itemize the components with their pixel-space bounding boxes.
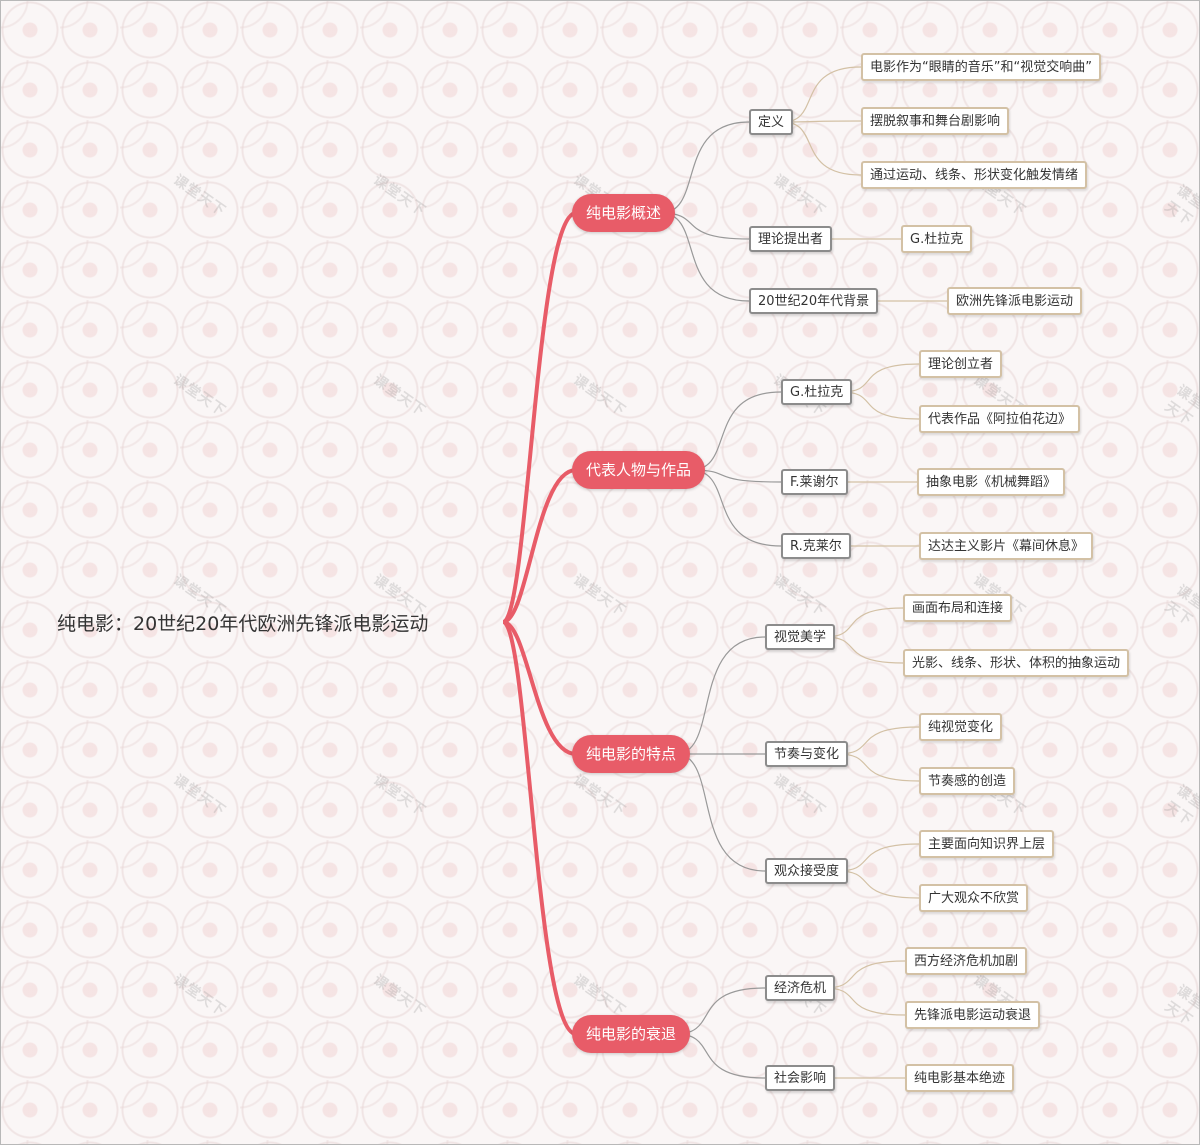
sub-branch-line (690, 391, 782, 471)
leaf-topic[interactable]: 通过运动、线条、形状变化触发情绪 (861, 161, 1088, 189)
branch-topic[interactable]: 纯电影的衰退 (572, 1015, 691, 1053)
leaf-branch-line (824, 987, 906, 1016)
sub-branch-line (660, 121, 750, 214)
leaf-topic[interactable]: 电影作为“眼睛的音乐”和“视觉交响曲” (861, 53, 1101, 81)
leaf-topic[interactable]: 纯电影基本绝迹 (905, 1064, 1015, 1092)
leaf-topic[interactable]: 纯视觉变化 (919, 713, 1003, 741)
leaf-topic[interactable]: 摆脱叙事和舞台剧影响 (861, 107, 1010, 135)
leaf-topic[interactable]: 代表作品《阿拉伯花边》 (919, 405, 1081, 433)
sub-branch-line (660, 212, 750, 302)
leaf-topic[interactable]: G.杜拉克 (901, 225, 973, 253)
leaf-topic[interactable]: 节奏感的创造 (919, 767, 1016, 795)
subtopic[interactable]: 视觉美学 (765, 624, 836, 650)
subtopic[interactable]: F.莱谢尔 (781, 469, 848, 495)
leaf-topic[interactable]: 广大观众不欣赏 (919, 884, 1029, 912)
leaf-topic[interactable]: 先锋派电影运动衰退 (905, 1001, 1041, 1029)
leaf-branch-line (841, 391, 920, 420)
leaf-topic[interactable]: 主要面向知识界上层 (919, 830, 1055, 858)
main-branch-line (501, 211, 577, 624)
main-branch-line (501, 620, 577, 1036)
sub-branch-line (675, 636, 766, 755)
leaf-branch-line (841, 363, 920, 393)
leaf-branch-line (837, 843, 920, 872)
leaf-branch-line (837, 753, 920, 782)
leaf-topic[interactable]: 西方经济危机加剧 (905, 947, 1028, 975)
subtopic[interactable]: G.杜拉克 (781, 379, 853, 405)
leaf-branch-line (837, 870, 920, 899)
leaf-topic[interactable]: 画面布局和连接 (903, 594, 1013, 622)
leaf-topic[interactable]: 欧洲先锋派电影运动 (947, 287, 1083, 315)
root-topic[interactable]: 纯电影：20世纪20年代欧洲先锋派电影运动 (57, 613, 429, 635)
leaf-topic[interactable]: 达达主义影片《幕间休息》 (919, 532, 1094, 560)
leaf-branch-line (782, 120, 862, 123)
sub-branch-line (675, 1033, 766, 1079)
leaf-branch-line (824, 960, 906, 989)
leaf-branch-line (782, 66, 862, 123)
sub-branch-line (675, 987, 766, 1035)
leaf-branch-line (782, 121, 862, 176)
leaf-branch-line (824, 607, 904, 638)
branch-topic[interactable]: 纯电影的特点 (572, 735, 691, 773)
main-branch-line (502, 620, 577, 756)
subtopic[interactable]: 节奏与变化 (765, 741, 849, 767)
subtopic[interactable]: 社会影响 (765, 1065, 836, 1091)
leaf-topic[interactable]: 抽象电影《机械舞蹈》 (917, 468, 1066, 496)
branch-topic[interactable]: 代表人物与作品 (572, 451, 706, 489)
leaf-topic[interactable]: 光影、线条、形状、体积的抽象运动 (903, 649, 1130, 677)
subtopic[interactable]: 经济危机 (765, 975, 836, 1001)
sub-branch-line (675, 753, 766, 872)
leaf-topic[interactable]: 理论创立者 (919, 350, 1003, 378)
branch-topic[interactable]: 纯电影概述 (572, 194, 676, 232)
leaf-branch-line (837, 726, 920, 755)
subtopic[interactable]: 观众接受度 (765, 858, 849, 884)
leaf-branch-line (824, 636, 904, 664)
subtopic[interactable]: R.克莱尔 (781, 533, 851, 559)
subtopic[interactable]: 定义 (749, 109, 794, 135)
main-branch-line (502, 468, 577, 624)
subtopic[interactable]: 理论提出者 (749, 226, 833, 252)
subtopic[interactable]: 20世纪20年代背景 (749, 288, 879, 314)
